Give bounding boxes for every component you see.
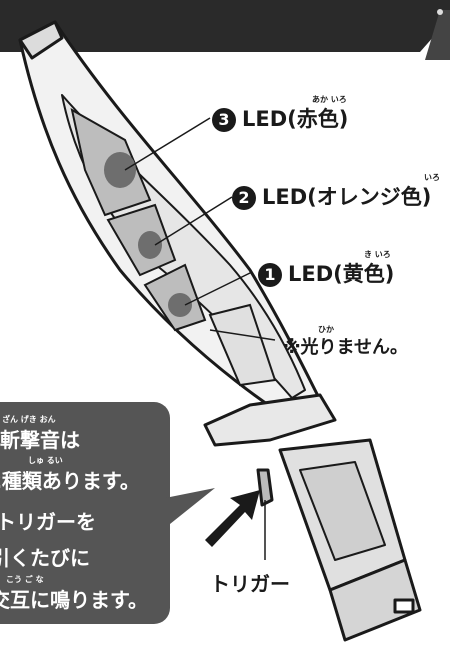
bubble-ruby-5: こう ご な	[6, 575, 44, 584]
trigger-arrow-icon	[205, 490, 260, 547]
number-3-icon: 3	[212, 108, 236, 132]
bubble-line-3: トリガーを	[0, 510, 96, 534]
trigger-label: トリガー	[210, 572, 290, 596]
note-ruby: ひか	[318, 325, 334, 334]
bubble-line-2: 2種類あります。	[0, 469, 140, 493]
led-panels	[70, 108, 277, 387]
led-1-ruby: き いろ	[364, 250, 391, 259]
handle	[203, 393, 422, 642]
banner-edge	[425, 10, 450, 60]
led-2-ruby: いろ	[424, 173, 440, 182]
header-banner	[0, 0, 450, 52]
bubble-line-1: 斬撃音は	[0, 428, 80, 452]
led-3-ruby: あか いろ	[312, 95, 347, 104]
number-1-icon: 1	[258, 263, 282, 287]
blade-back	[18, 20, 64, 60]
guard	[203, 393, 337, 447]
number-2-icon: 2	[232, 186, 256, 210]
leader-lines	[124, 117, 276, 560]
blade	[18, 20, 322, 422]
bubble-ruby-1: ざん げき おん	[2, 415, 56, 424]
bubble-tail	[165, 488, 215, 528]
grip-inset	[299, 461, 386, 561]
trigger	[256, 468, 274, 507]
bubble-line-5: 交互に鳴ります。	[0, 588, 148, 612]
pommel	[328, 558, 422, 642]
unlit-panel	[208, 303, 277, 387]
info-bubble	[0, 402, 170, 624]
bubble-line-4: 引くたびに	[0, 546, 90, 570]
no-light-note: ※光りません。	[283, 337, 408, 358]
bubble-ruby-2: しゅ るい	[28, 456, 63, 465]
